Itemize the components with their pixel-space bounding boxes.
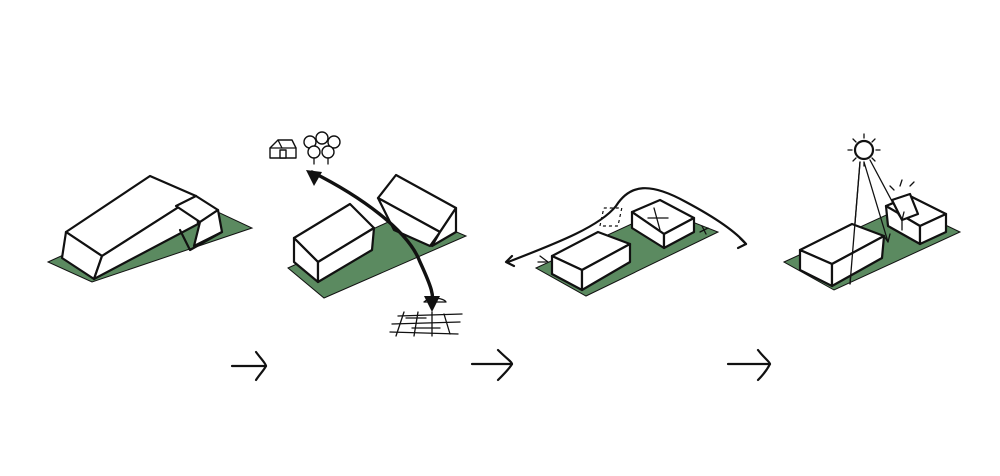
arrow-connector-3 [726,348,772,382]
step-4-sketch [782,133,962,291]
arrow-connector-1 [230,350,268,382]
step-2-sketch [269,131,468,337]
step-3-circulation-loop [506,187,748,264]
step-2-path-arrow [310,170,435,306]
step-3-dashed-inset [599,207,623,227]
step-3-sketch [504,187,748,297]
trees-icon [303,131,341,165]
arrow-connector-2 [470,348,514,382]
step-1-front-wall [92,194,200,281]
step-3-gap-marker-right [699,225,709,235]
step-1-sketch [46,174,254,283]
field-icon [389,297,463,337]
step-2-arrowhead-top [306,170,322,186]
step-3-gap-marker-left [537,255,549,263]
house-icon [269,139,297,159]
sun-icon [847,133,881,167]
step-2-back-gable [376,196,442,248]
